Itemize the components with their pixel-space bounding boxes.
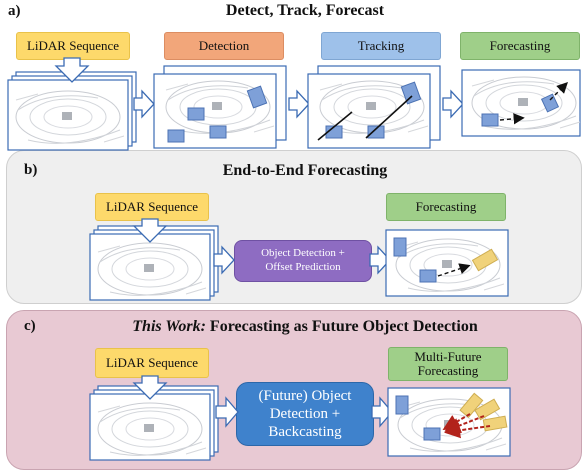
b-lidar-label: LiDAR Sequence	[95, 193, 209, 221]
a-tracking-frames	[307, 65, 441, 149]
c-output-line1: Multi-Future	[414, 348, 482, 364]
a-lidar-label: LiDAR Sequence	[16, 32, 130, 60]
b-process-line2: Offset Prediction	[265, 261, 341, 273]
b-arrow-2	[369, 245, 391, 275]
b-down-arrow	[132, 218, 168, 243]
section-c-letter: c)	[24, 318, 36, 334]
c-down-arrow	[132, 375, 168, 400]
section-c-title: This Work: Forecasting as Future Object …	[95, 318, 515, 336]
c-arrow-2	[371, 396, 393, 428]
a-tracking-label: Tracking	[321, 32, 441, 60]
a-arrow-1	[133, 89, 155, 119]
a-down-arrow	[54, 57, 90, 83]
c-process-line3: Backcasting	[268, 424, 342, 440]
b-lidar-stack	[89, 225, 219, 301]
c-process-line1: (Future) Object	[258, 388, 352, 404]
a-detection-label: Detection	[164, 32, 284, 60]
section-c-title-rest: Forecasting as Future Object Detection	[205, 318, 478, 335]
section-b-letter: b)	[24, 162, 38, 178]
section-a-title: Detect, Track, Forecast	[225, 2, 385, 19]
b-offset-process: Object Detection +Offset Prediction	[234, 240, 372, 282]
a-forecasting-label: Forecasting	[460, 32, 580, 60]
b-process-line1: Object Detection +	[261, 247, 345, 260]
a-detection-frames	[153, 65, 287, 149]
c-multi-future-frame	[387, 387, 511, 457]
b-arrow-1	[213, 245, 235, 275]
a-arrow-2	[288, 89, 310, 119]
section-b-title: End-to-End Forecasting	[222, 162, 388, 179]
c-output-line2: Forecasting	[417, 363, 479, 378]
section-a-letter: a)	[8, 3, 21, 19]
c-lidar-label: LiDAR Sequence	[95, 348, 209, 378]
b-forecasting-label: Forecasting	[386, 193, 506, 221]
c-lidar-stack	[89, 385, 219, 461]
c-arrow-1	[215, 396, 239, 428]
c-process-line2: Detection +	[269, 406, 341, 422]
section-c-title-italic: This Work:	[132, 318, 206, 335]
a-arrow-3	[442, 89, 464, 119]
a-lidar-stack	[7, 71, 137, 151]
b-forecasting-frame	[385, 229, 509, 297]
a-forecasting-frame	[461, 69, 581, 137]
